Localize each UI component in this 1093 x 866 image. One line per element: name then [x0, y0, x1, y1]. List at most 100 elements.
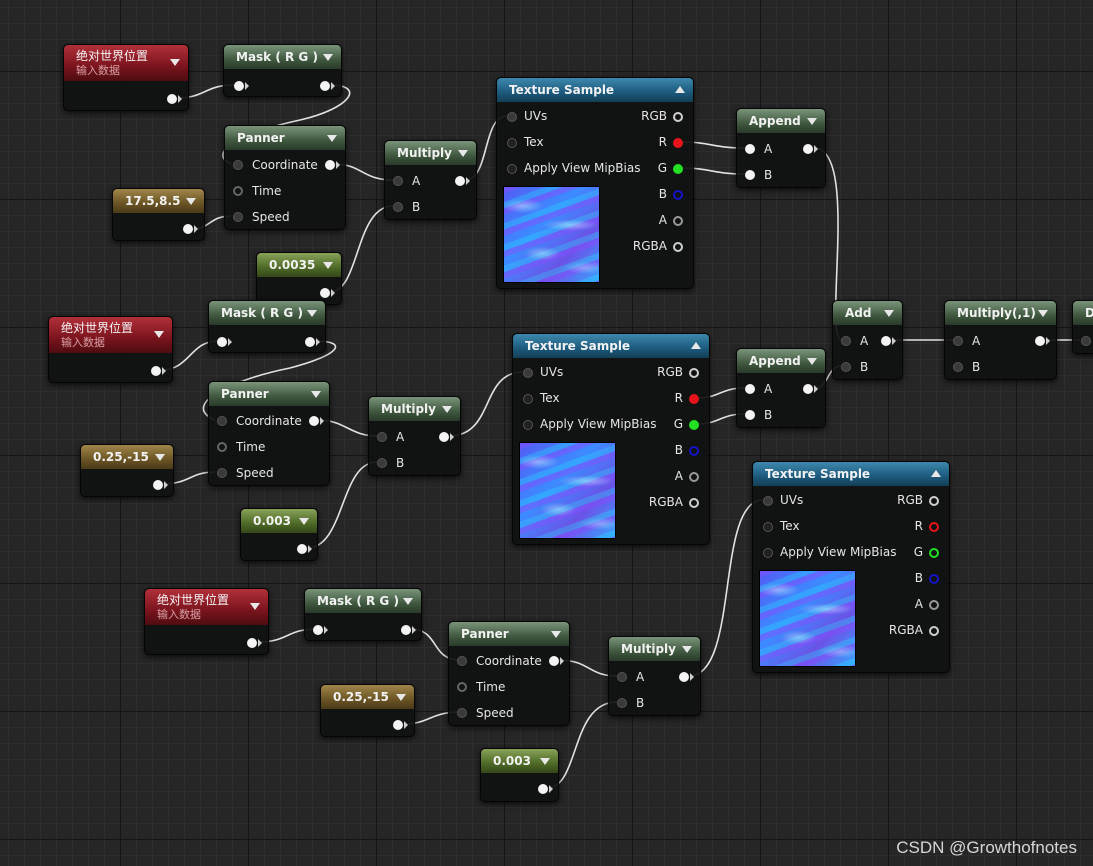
collapse-arrow-icon[interactable] [1038, 310, 1048, 317]
mask-rg-node[interactable]: Mask ( R G ) [208, 300, 326, 353]
output-pin[interactable] [803, 384, 813, 394]
uvs-input-pin[interactable] [523, 368, 533, 378]
b-input-pin[interactable] [745, 410, 755, 420]
a-input-pin[interactable] [745, 384, 755, 394]
multiply-node[interactable]: Multiply A B [384, 140, 477, 220]
output-pin[interactable] [153, 480, 163, 490]
output-pin[interactable] [309, 416, 319, 426]
rgba-output-pin[interactable] [929, 626, 939, 636]
collapse-arrow-icon[interactable] [154, 331, 164, 338]
scalar-node[interactable]: 0.003 [480, 748, 559, 802]
output-pin[interactable] [297, 544, 307, 554]
output-pin[interactable] [549, 656, 559, 666]
output-pin[interactable] [320, 81, 330, 91]
input-pin[interactable] [217, 337, 227, 347]
output-pin[interactable] [881, 336, 891, 346]
collapse-arrow-icon[interactable] [323, 262, 333, 269]
collapse-arrow-icon[interactable] [551, 631, 561, 638]
b-input-pin[interactable] [393, 202, 403, 212]
collapse-arrow-icon[interactable] [323, 54, 333, 61]
output-pin[interactable] [320, 288, 330, 298]
absolute-world-position-node[interactable]: 绝对世界位置 输入数据 [63, 44, 189, 111]
collapse-arrow-icon[interactable] [186, 198, 196, 205]
collapse-arrow-icon[interactable] [691, 342, 701, 349]
collapse-arrow-icon[interactable] [931, 470, 941, 477]
mipbias-input-pin[interactable] [763, 548, 773, 558]
panner-node[interactable]: Panner Coordinate Time Speed [224, 125, 346, 230]
collapse-arrow-icon[interactable] [442, 406, 452, 413]
b-input-pin[interactable] [841, 362, 851, 372]
uvs-input-pin[interactable] [507, 112, 517, 122]
b-input-pin[interactable] [953, 362, 963, 372]
collapse-arrow-icon[interactable] [311, 391, 321, 398]
collapse-arrow-icon[interactable] [807, 118, 817, 125]
collapse-arrow-icon[interactable] [682, 646, 692, 653]
collapse-arrow-icon[interactable] [170, 59, 180, 66]
output-pin[interactable] [183, 224, 193, 234]
coordinate-input-pin[interactable] [233, 160, 243, 170]
output-pin[interactable] [455, 176, 465, 186]
rgba-output-pin[interactable] [689, 498, 699, 508]
mask-rg-node[interactable]: Mask ( R G ) [223, 44, 342, 97]
collapse-arrow-icon[interactable] [396, 694, 406, 701]
r-output-pin[interactable] [673, 138, 683, 148]
collapse-arrow-icon[interactable] [807, 358, 817, 365]
add-node[interactable]: Add A B [832, 300, 903, 380]
input-pin[interactable] [234, 81, 244, 91]
input-pin[interactable] [1081, 336, 1091, 346]
a-output-pin[interactable] [689, 472, 699, 482]
collapse-arrow-icon[interactable] [403, 598, 413, 605]
rgb-output-pin[interactable] [929, 496, 939, 506]
collapse-arrow-icon[interactable] [675, 86, 685, 93]
mask-rg-node[interactable]: Mask ( R G ) [304, 588, 422, 641]
output-pin[interactable] [151, 366, 161, 376]
multiply-node[interactable]: Multiply A B [368, 396, 461, 476]
multiply-node[interactable]: Multiply A B [608, 636, 701, 716]
a-input-pin[interactable] [841, 336, 851, 346]
texture-sample-node[interactable]: Texture Sample UVs Tex Apply View MipBia… [752, 461, 950, 673]
b-output-pin[interactable] [929, 574, 939, 584]
b-output-pin[interactable] [673, 190, 683, 200]
a-input-pin[interactable] [377, 432, 387, 442]
coordinate-input-pin[interactable] [457, 656, 467, 666]
constant2-node[interactable]: 0.25,-15 [80, 444, 174, 497]
constant2-node[interactable]: 0.25,-15 [320, 684, 415, 737]
panner-node[interactable]: Panner Coordinate Time Speed [208, 381, 330, 486]
output-pin[interactable] [538, 784, 548, 794]
a-input-pin[interactable] [617, 672, 627, 682]
absolute-world-position-node[interactable]: 绝对世界位置 输入数据 [48, 316, 173, 383]
panner-node[interactable]: Panner Coordinate Time Speed [448, 621, 570, 726]
tex-input-pin[interactable] [523, 394, 533, 404]
g-output-pin[interactable] [689, 420, 699, 430]
b-input-pin[interactable] [377, 458, 387, 468]
a-input-pin[interactable] [393, 176, 403, 186]
mipbias-input-pin[interactable] [523, 420, 533, 430]
time-input-pin[interactable] [233, 186, 243, 196]
partially-visible-node[interactable]: D [1072, 300, 1093, 354]
output-pin[interactable] [325, 160, 335, 170]
speed-input-pin[interactable] [233, 212, 243, 222]
a-input-pin[interactable] [953, 336, 963, 346]
absolute-world-position-node[interactable]: 绝对世界位置 输入数据 [144, 588, 269, 655]
output-pin[interactable] [679, 672, 689, 682]
append-node[interactable]: Append A B [736, 348, 826, 428]
speed-input-pin[interactable] [457, 708, 467, 718]
tex-input-pin[interactable] [763, 522, 773, 532]
speed-input-pin[interactable] [217, 468, 227, 478]
output-pin[interactable] [167, 94, 177, 104]
constant2-node[interactable]: 17.5,8.5 [112, 188, 205, 241]
a-output-pin[interactable] [929, 600, 939, 610]
output-pin[interactable] [803, 144, 813, 154]
output-pin[interactable] [393, 720, 403, 730]
collapse-arrow-icon[interactable] [307, 310, 317, 317]
output-pin[interactable] [1035, 336, 1045, 346]
coordinate-input-pin[interactable] [217, 416, 227, 426]
scalar-node[interactable]: 0.003 [240, 508, 318, 561]
mipbias-input-pin[interactable] [507, 164, 517, 174]
output-pin[interactable] [247, 638, 257, 648]
r-output-pin[interactable] [929, 522, 939, 532]
append-node[interactable]: Append A B [736, 108, 826, 188]
b-input-pin[interactable] [745, 170, 755, 180]
input-pin[interactable] [313, 625, 323, 635]
output-pin[interactable] [305, 337, 315, 347]
